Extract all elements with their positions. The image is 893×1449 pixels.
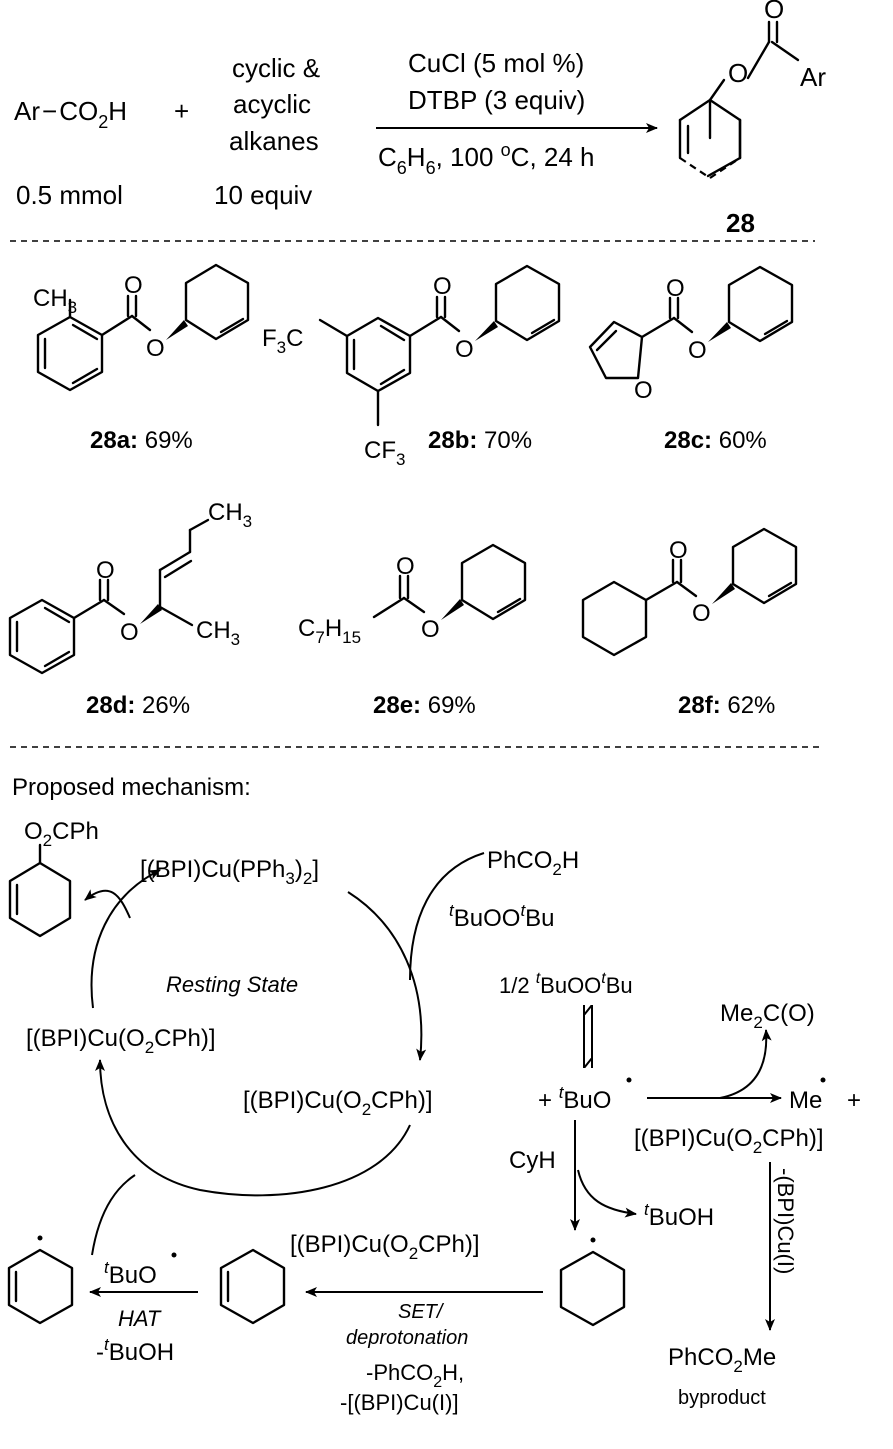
- 28a-ester-O: O: [146, 335, 165, 362]
- 28a-label: 28a: 69%: [90, 427, 193, 454]
- mech-cu-o2cph-center: [(BPI)Cu(O2CPh)]: [243, 1087, 433, 1119]
- mech-plus-tbuo: + tBuO: [538, 1083, 611, 1114]
- mech-minus-cu-i: -[(BPI)Cu(I)]: [340, 1390, 459, 1415]
- 28d-label: 28d: 26%: [86, 692, 190, 719]
- product-28b: F3C CF3 O O 28b: 70%: [262, 264, 561, 469]
- 28e-carbonyl-O: O: [396, 553, 415, 580]
- product-28e: C7H15 O O 28e: 69%: [298, 543, 527, 719]
- mech-me2co: Me2C(O): [720, 1000, 815, 1032]
- product-carbonyl-O: O: [764, 0, 784, 24]
- 28e-heptyl: C7H15: [298, 615, 361, 647]
- 28e-label: 28e: 69%: [373, 692, 476, 719]
- mech-dtbp: tBuOOtBu: [449, 901, 555, 932]
- 28f-carbonyl-O: O: [669, 537, 688, 564]
- product-28c: O O O 28c: 60%: [588, 265, 794, 454]
- 28f-ester-O: O: [692, 600, 711, 627]
- 28f-label: 28f: 62%: [678, 692, 775, 719]
- mechanism: Proposed mechanism: O2CPh [(BPI)Cu(PPh3)…: [7, 774, 861, 1415]
- mech-minus-phco2h: -PhCO2H,: [366, 1360, 464, 1391]
- 28c-label: 28c: 60%: [664, 427, 767, 454]
- 28b-CF3-top: F3C: [262, 325, 303, 357]
- 28d-methyl-side: CH3: [196, 617, 240, 649]
- product-28f: O O 28f: 62%: [581, 527, 798, 719]
- mech-phco2h: PhCO2H: [487, 847, 579, 879]
- 28b-ester-O: O: [455, 336, 474, 363]
- 28c-furan-O: O: [634, 377, 653, 404]
- acid-amount: 0.5 mmol: [16, 180, 123, 210]
- 28a-methyl: CH3: [33, 285, 77, 317]
- mech-cu-pph3: [(BPI)Cu(PPh3)2]: [140, 856, 319, 888]
- product-Ar: Ar: [800, 62, 826, 92]
- mech-minus-cu-i-vertical: -(BPI)Cu(I): [773, 1168, 798, 1274]
- alkane-amount: 10 equiv: [214, 180, 312, 210]
- 28a-carbonyl-O: O: [124, 272, 143, 299]
- product-28-structure: O O Ar: [678, 0, 826, 179]
- alkane-line1: cyclic &: [232, 53, 320, 83]
- mech-cu-o2cph-right: [(BPI)Cu(O2CPh)]: [634, 1125, 824, 1157]
- mech-cu-o2cph-bottom: [(BPI)Cu(O2CPh)]: [290, 1231, 480, 1263]
- 28e-ester-O: O: [421, 616, 440, 643]
- alkane-line2: acyclic: [233, 89, 311, 119]
- mech-product-O2CPh: O2CPh: [24, 818, 99, 850]
- product-28d: O O CH3 CH3 28d: 26%: [8, 499, 252, 719]
- mech-tbuo-hat: tBuO: [104, 1258, 157, 1289]
- mech-hat: HAT: [118, 1306, 162, 1331]
- mech-cu-o2cph-left: [(BPI)Cu(O2CPh)]: [26, 1025, 216, 1057]
- condition-solvent: C6H6, 100 oC, 24 h: [378, 140, 595, 178]
- mech-byproduct: byproduct: [678, 1387, 766, 1409]
- mech-me-plus: Me +: [789, 1087, 861, 1114]
- top-reaction: Ar−CO2H + cyclic & acyclic alkanes 0.5 m…: [14, 0, 826, 238]
- condition-catalyst: CuCl (5 mol %): [408, 48, 584, 78]
- plus-sign: +: [174, 96, 189, 126]
- product-O: O: [728, 58, 748, 88]
- product-label-28: 28: [726, 208, 755, 238]
- alkane-line3: alkanes: [229, 126, 319, 156]
- mech-cyh: CyH: [509, 1147, 556, 1174]
- 28c-ester-O: O: [688, 337, 707, 364]
- mech-half-dtbp: 1/2 tBuOOtBu: [499, 970, 633, 998]
- 28d-carbonyl-O: O: [96, 557, 115, 584]
- 28b-CF3-bottom: CF3: [364, 437, 405, 469]
- 28b-label: 28b: 70%: [428, 427, 532, 454]
- mech-phco2me: PhCO2Me: [668, 1344, 776, 1376]
- 28b-carbonyl-O: O: [433, 273, 452, 300]
- 28d-methyl-top: CH3: [208, 499, 252, 531]
- mech-tbuoh: tBuOH: [644, 1200, 714, 1231]
- product-28a: CH3 O O 28a: 69%: [33, 263, 250, 454]
- 28d-ester-O: O: [120, 619, 139, 646]
- condition-oxidant: DTBP (3 equiv): [408, 85, 585, 115]
- mech-minus-tbuoh: -tBuOH: [96, 1335, 174, 1366]
- mechanism-heading: Proposed mechanism:: [12, 774, 251, 801]
- mech-deprotonation: deprotonation: [346, 1327, 468, 1349]
- mech-resting-state: Resting State: [166, 972, 298, 997]
- mech-set: SET/: [398, 1301, 445, 1323]
- reactant-acid: Ar−CO2H: [14, 96, 127, 132]
- 28c-carbonyl-O: O: [666, 275, 685, 302]
